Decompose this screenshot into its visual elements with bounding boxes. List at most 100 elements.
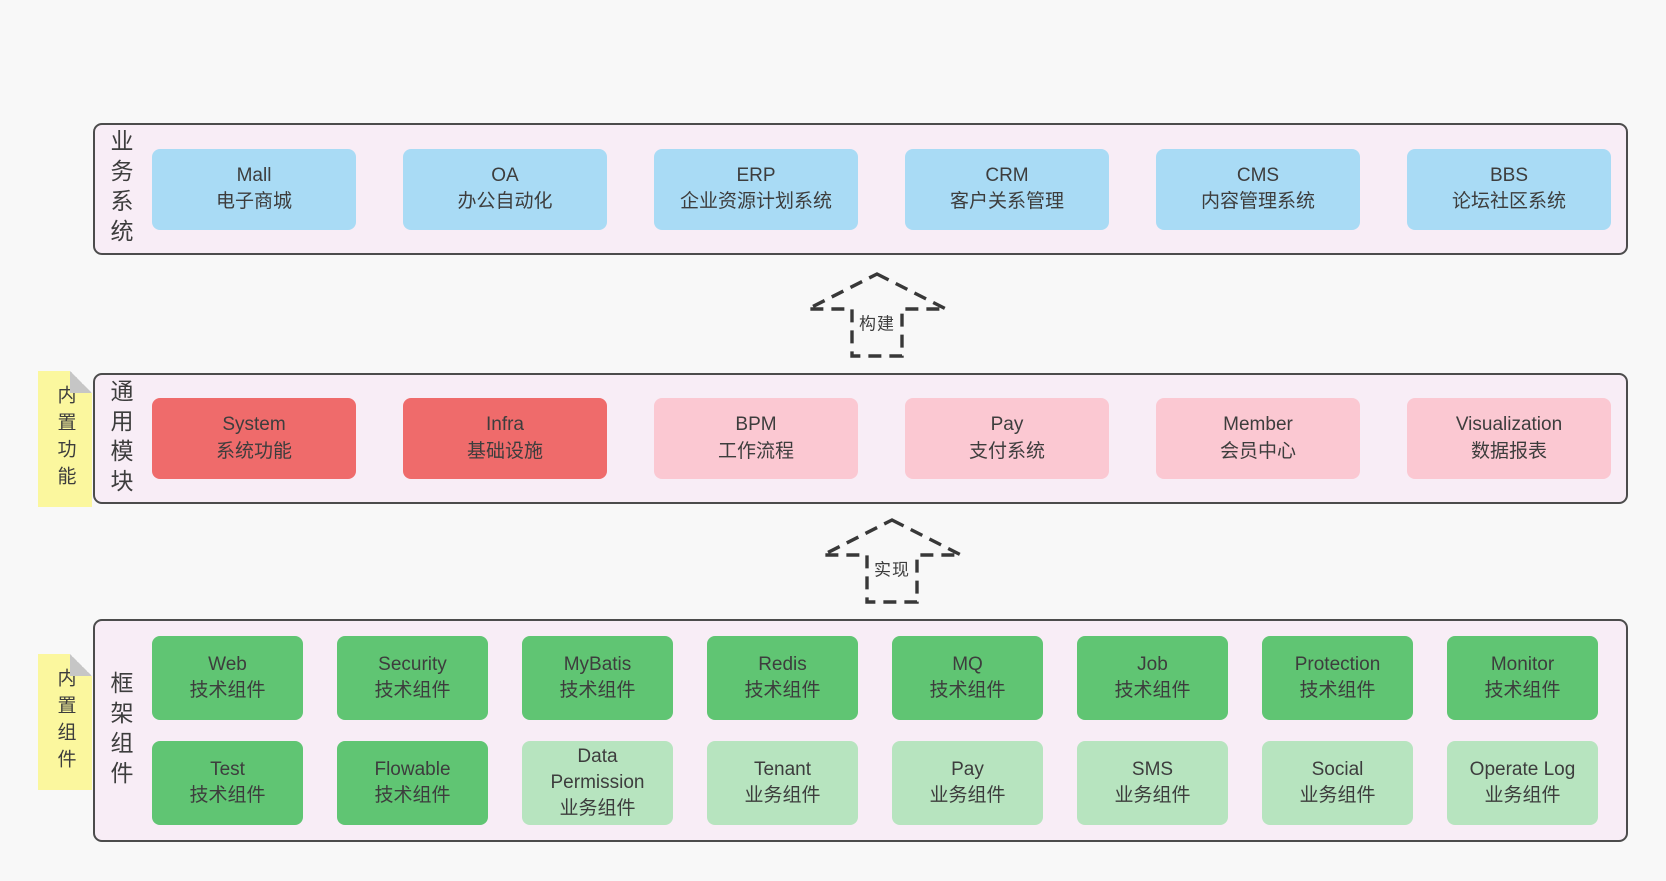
sticky-note-label: 内置组件 [54,668,76,776]
box-monitor: Monitor 技术组件 [1447,636,1598,720]
box-title: Pay [990,414,1024,436]
box-subtitle: 技术组件 [1299,680,1376,701]
box-subtitle: 基础设施 [466,440,543,462]
box-subtitle: 数据报表 [1470,440,1547,462]
box-subtitle: 电子商城 [215,191,292,212]
box-subtitle: 工作流程 [717,440,794,462]
box-visualization: Visualization 数据报表 [1407,398,1611,479]
box-bbs: BBS 论坛社区系统 [1407,148,1611,230]
dashed-up-arrow-icon [822,518,962,604]
box-subtitle: 论坛社区系统 [1451,191,1566,212]
box-title: Visualization [1455,414,1563,436]
box-title: Pay [951,758,984,780]
box-title: BBS [1489,164,1529,186]
box-cms: CMS 内容管理系统 [1156,148,1360,230]
box-title: SMS [1131,758,1174,780]
box-title: MQ [952,653,983,675]
box-member: Member 会员中心 [1156,398,1360,479]
box-title: ERP [736,164,776,186]
box-title: CMS [1236,164,1280,186]
box-web: Web 技术组件 [152,636,303,720]
box-title: Member [1223,414,1293,436]
box-test: Test 技术组件 [152,741,303,825]
box-title: Flowable [374,758,451,780]
box-sms: SMS 业务组件 [1077,741,1228,825]
box-subtitle: 技术组件 [374,785,451,806]
arrow-build-label: 构建 [856,308,898,336]
dashed-up-arrow-icon [807,272,947,358]
box-social: Social 业务组件 [1262,741,1413,825]
box-subtitle: 办公自动化 [457,191,553,212]
box-subtitle: 会员中心 [1219,440,1296,462]
box-subtitle: 技术组件 [744,680,821,701]
box-title: Tenant [753,758,812,780]
box-title: Social [1311,758,1364,780]
box-subtitle: 业务组件 [1299,785,1376,806]
box-subtitle: 技术组件 [929,680,1006,701]
box-subtitle: 业务组件 [744,785,821,806]
box-flowable: Flowable 技术组件 [337,741,488,825]
box-subtitle: 业务组件 [1114,785,1191,806]
layer-components-label: 框架组件 [107,670,133,791]
box-title: Security [378,653,447,675]
box-title: Data Permission [550,745,645,793]
box-title: Protection [1294,653,1381,675]
layer-business-label: 业务系统 [107,129,133,249]
box-bpm: BPM 工作流程 [654,398,858,479]
box-title: CRM [985,164,1029,186]
box-title: OA [491,164,519,186]
box-title: Redis [758,653,807,675]
box-tenant: Tenant 业务组件 [707,741,858,825]
box-mall: Mall 电子商城 [152,148,356,230]
box-title: Operate Log [1469,758,1576,780]
arrow-build: 构建 [793,272,961,358]
box-subtitle: 技术组件 [374,680,451,701]
arrow-implement-label: 实现 [871,554,913,582]
box-redis: Redis 技术组件 [707,636,858,720]
arrow-implement: 实现 [808,518,976,604]
folded-corner-icon [70,654,92,676]
box-subtitle: 技术组件 [559,680,636,701]
box-protection: Protection 技术组件 [1262,636,1413,720]
box-title: System [222,414,286,436]
box-subtitle: 系统功能 [215,440,292,462]
box-security: Security 技术组件 [337,636,488,720]
box-erp: ERP 企业资源计划系统 [654,148,858,230]
sticky-note-label: 内置功能 [54,385,76,493]
box-operate-log: Operate Log 业务组件 [1447,741,1598,825]
box-title: Test [210,758,245,780]
box-title: BPM [735,414,777,436]
layer-modules-label: 通用模块 [107,378,133,499]
box-subtitle: 企业资源计划系统 [679,191,832,212]
sticky-note-builtin-components: 内置组件 [38,654,92,790]
sticky-note-builtin-features: 内置功能 [38,371,92,507]
box-title: Web [208,653,247,675]
box-system: System 系统功能 [152,398,356,479]
box-title: Mall [236,164,272,186]
box-title: Job [1137,653,1168,675]
box-title: Monitor [1490,653,1555,675]
box-subtitle: 技术组件 [1484,680,1561,701]
box-subtitle: 内容管理系统 [1200,191,1315,212]
box-oa: OA 办公自动化 [403,148,607,230]
box-subtitle: 技术组件 [189,680,266,701]
folded-corner-icon [70,371,92,393]
box-subtitle: 业务组件 [1484,785,1561,806]
box-mq: MQ 技术组件 [892,636,1043,720]
box-title: Infra [485,414,525,436]
box-subtitle: 技术组件 [189,785,266,806]
